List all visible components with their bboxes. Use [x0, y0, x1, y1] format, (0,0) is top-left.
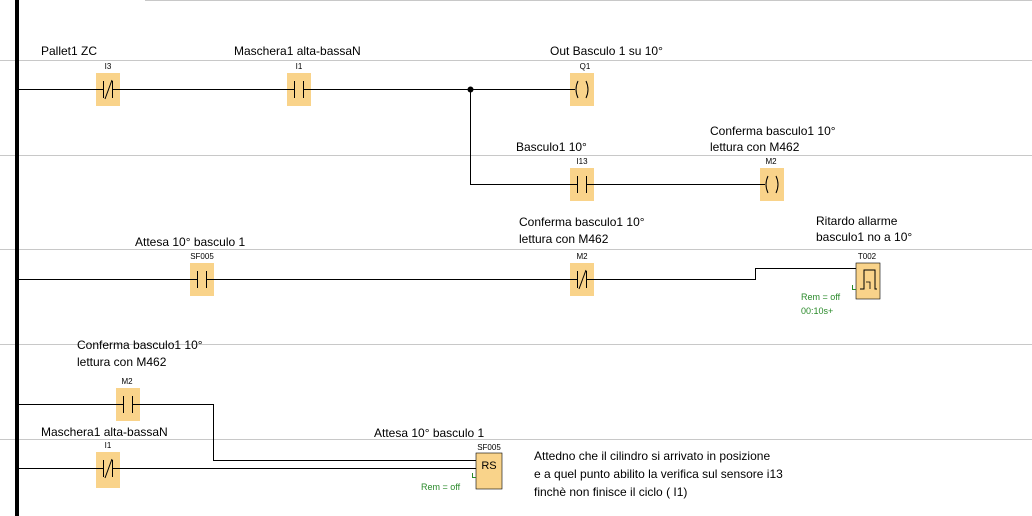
contact-name: Attesa 10° basculo 1	[135, 235, 246, 249]
contact-address: I1	[105, 441, 112, 450]
contact-sf005-no[interactable]: Attesa 10° basculo 1 SF005	[135, 235, 246, 296]
contact-address: I1	[296, 62, 303, 71]
timer-pulse-icon	[860, 269, 877, 290]
contact-i1-nc[interactable]: Maschera1 alta-bassaN I1	[41, 425, 168, 488]
contact-address: M2	[121, 377, 133, 386]
contact-address: M2	[576, 252, 588, 261]
rung-1: Pallet1 ZC I3 Maschera1 alta-bassaN I1 O…	[19, 44, 836, 201]
coil-q1[interactable]: Out Basculo 1 su 10° Q1	[550, 44, 663, 106]
contact-name: Pallet1 ZC	[41, 44, 97, 58]
latch-rem: Rem = off	[421, 482, 461, 492]
contact-i13-no[interactable]: Basculo1 10° I13	[516, 140, 594, 201]
junction-dot	[467, 86, 474, 93]
contact-name-line2: lettura con M462	[519, 232, 609, 246]
contact-name-line2: lettura con M462	[77, 355, 167, 369]
rung-3: Conferma basculo1 10° lettura con M462 M…	[19, 338, 783, 499]
contact-i1-no[interactable]: Maschera1 alta-bassaN I1	[234, 44, 361, 106]
contact-address: I13	[576, 157, 588, 166]
comment-line-1: Attedno che il cilindro si arrivato in p…	[534, 449, 770, 463]
contact-m2-no[interactable]: Conferma basculo1 10° lettura con M462 M…	[77, 338, 203, 421]
rung-2: Attesa 10° basculo 1 SF005 Conferma basc…	[19, 214, 912, 316]
coil-address: M2	[765, 157, 777, 166]
contact-address: SF005	[190, 252, 214, 261]
contact-name-line1: Conferma basculo1 10°	[77, 338, 203, 352]
timer-name-line1: Ritardo allarme	[816, 214, 898, 228]
coil-address: Q1	[580, 62, 591, 71]
contact-i3-nc[interactable]: Pallet1 ZC I3	[41, 44, 120, 106]
timer-address: T002	[858, 252, 877, 261]
coil-name-line1: Conferma basculo1 10°	[710, 124, 836, 138]
contact-name: Basculo1 10°	[516, 140, 587, 154]
grid-lines	[0, 60, 1032, 440]
latch-name: Attesa 10° basculo 1	[374, 426, 485, 440]
timer-t002[interactable]: Ritardo allarme basculo1 no a 10° T002 R…	[801, 214, 912, 316]
timer-rem: Rem = off	[801, 292, 841, 302]
contact-name: Maschera1 alta-bassaN	[234, 44, 361, 58]
comment-line-3: finchè non finisce il ciclo ( I1)	[534, 485, 687, 499]
contact-name-line1: Conferma basculo1 10°	[519, 215, 645, 229]
latch-address: SF005	[477, 443, 501, 452]
contact-name: Maschera1 alta-bassaN	[41, 425, 168, 439]
contact-address: I3	[105, 62, 112, 71]
left-power-rail	[15, 0, 19, 516]
rung-comment: Attedno che il cilindro si arrivato in p…	[534, 449, 783, 499]
latch-sf005[interactable]: Attesa 10° basculo 1 SF005 RS Rem = off	[374, 426, 503, 492]
latch-block	[475, 452, 503, 490]
timer-block	[855, 262, 881, 300]
coil-name: Out Basculo 1 su 10°	[550, 44, 663, 58]
coil-m2[interactable]: Conferma basculo1 10° lettura con M462 M…	[710, 124, 836, 201]
timer-name-line2: basculo1 no a 10°	[816, 230, 912, 244]
timer-time: 00:10s+	[801, 306, 833, 316]
contact-m2-nc[interactable]: Conferma basculo1 10° lettura con M462 M…	[519, 215, 645, 296]
coil-name-line2: lettura con M462	[710, 140, 800, 154]
comment-line-2: e a quel punto abilito la verifica sul s…	[534, 467, 783, 481]
latch-symbol: RS	[481, 460, 496, 472]
